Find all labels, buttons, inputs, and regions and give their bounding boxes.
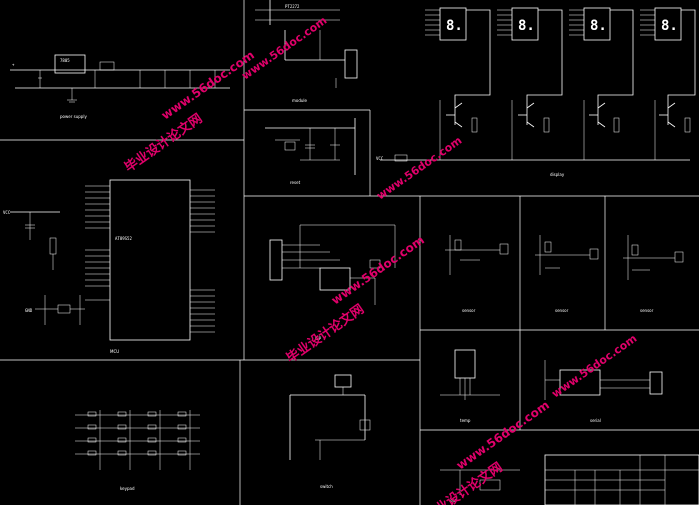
seven-segment-display-2: 8. (511, 7, 539, 41)
svg-text:GND: GND (25, 308, 33, 313)
display-digit-3: 8. (590, 18, 607, 34)
display-digit-4: 8. (661, 18, 678, 34)
watermark-6: www.56doc.com 毕业设计论文网 (422, 398, 552, 505)
svg-text:VCC: VCC (376, 156, 384, 161)
keypad-matrix: keypad (75, 410, 200, 491)
svg-text:reset: reset (290, 180, 301, 185)
mcu-circuit: AT89S52 VCC GND MCU (3, 179, 215, 354)
watermark-2: www.56doc.com 毕业设计论文网 (283, 233, 427, 367)
seven-segment-display-3: 8. (583, 7, 611, 41)
isp-interface-circuit: ISP (269, 224, 396, 341)
watermark-4: www.56doc.com (374, 134, 464, 203)
svg-text:sensor: sensor (640, 308, 654, 313)
display-module: 8. 8. 8. 8. (376, 7, 696, 177)
watermark-cn-text: 毕业设计论文网 (122, 110, 206, 175)
svg-text:VCC: VCC (3, 210, 11, 215)
output-circuit: out (440, 469, 520, 503)
sensor-circuit-2: sensor (535, 235, 599, 313)
watermark-site-text: www.56doc.com (239, 14, 329, 83)
svg-text:serial: serial (590, 418, 601, 423)
svg-text:MCU: MCU (110, 349, 119, 354)
top-ic-module: PT2272 module (255, 0, 358, 103)
svg-text:AT89S52: AT89S52 (115, 236, 132, 241)
svg-text:7805: 7805 (60, 58, 70, 63)
watermark-3: www.56doc.com (239, 14, 329, 83)
display-digit-1: 8. (446, 18, 463, 34)
display-digit-2: 8. (518, 18, 535, 34)
svg-text:+: + (12, 62, 15, 67)
temperature-sensor-circuit: temp (440, 349, 500, 423)
relay-circuit: switch (289, 374, 371, 489)
svg-text:out: out (450, 498, 457, 503)
svg-text:sensor: sensor (462, 308, 476, 313)
serial-interface-circuit: serial (544, 360, 663, 423)
watermark-site-text: www.56doc.com (159, 48, 257, 123)
watermark-site-text: www.56doc.com (329, 233, 427, 308)
svg-text:power supply: power supply (60, 114, 87, 119)
svg-text:ISP: ISP (315, 336, 322, 341)
power-supply-circuit: 7805 + power supply (10, 54, 230, 119)
svg-text:keypad: keypad (120, 486, 135, 491)
reset-circuit: reset (265, 118, 356, 185)
sensor-circuit-1: sensor (445, 235, 509, 313)
title-block (544, 454, 699, 505)
sensor-circuit-3: sensor (623, 235, 684, 313)
svg-text:switch: switch (320, 484, 333, 489)
seven-segment-display-4: 8. (654, 7, 682, 41)
watermark-site-text: www.56doc.com (374, 134, 464, 203)
seven-segment-display-1: 8. (439, 7, 467, 41)
svg-text:sensor: sensor (555, 308, 569, 313)
watermark-5: www.56doc.com (549, 332, 639, 401)
watermark-cn-text: 毕业设计论文网 (283, 301, 367, 366)
svg-text:module: module (292, 98, 308, 103)
svg-text:temp: temp (460, 418, 471, 423)
svg-text:PT2272: PT2272 (285, 4, 300, 9)
watermark-site-text: www.56doc.com (454, 398, 552, 473)
watermark-site-text: www.56doc.com (549, 332, 639, 401)
svg-text:display: display (550, 172, 565, 177)
